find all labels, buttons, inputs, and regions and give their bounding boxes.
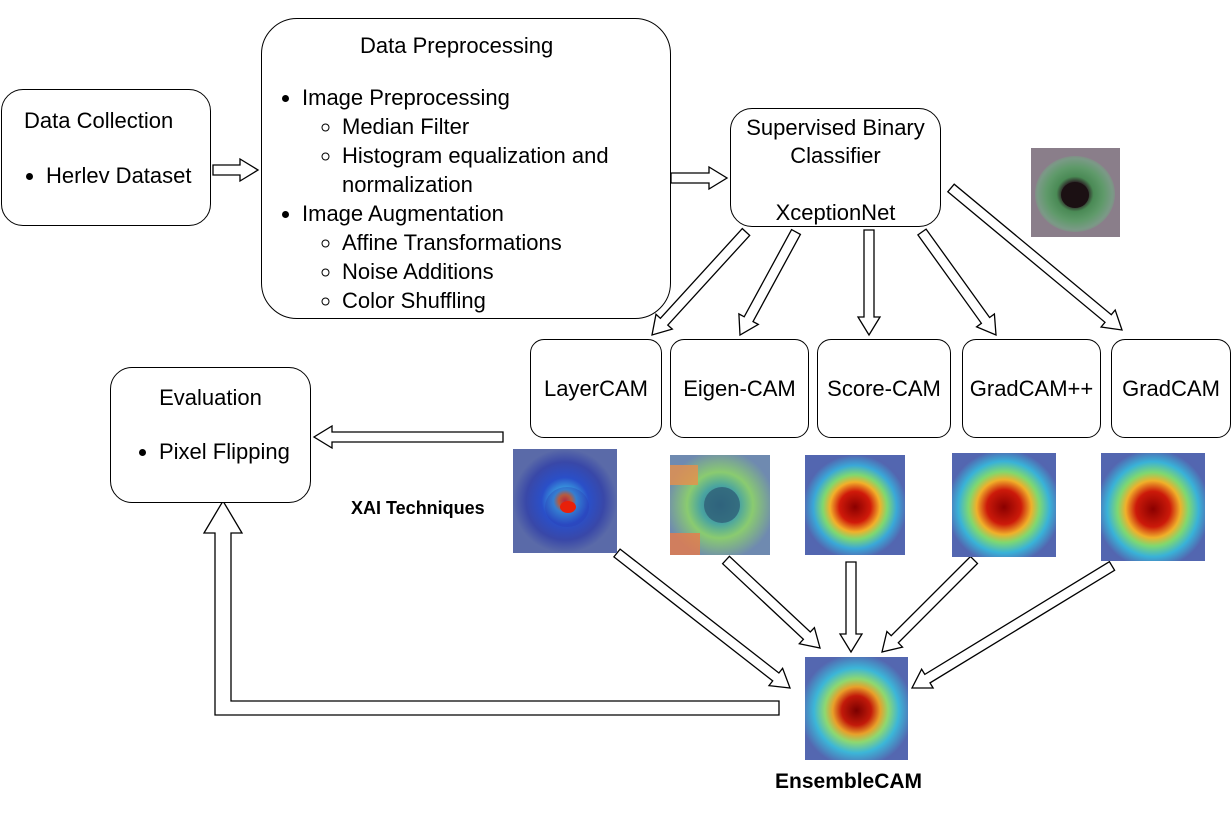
xai-techniques-label: XAI Techniques	[351, 498, 485, 518]
cam-label: Eigen-CAM	[683, 375, 796, 401]
cam-label: GradCAM	[1122, 375, 1220, 401]
scorecam-heatmap	[805, 455, 905, 555]
preprocessing-list: Image Preprocessing Median Filter Histog…	[262, 83, 662, 315]
ensemblecam-heatmap	[805, 657, 908, 760]
data-preprocessing-title: Data Preprocessing	[360, 33, 554, 58]
evaluation-list: Pixel Flipping	[119, 437, 290, 466]
input-cell-image	[1031, 148, 1120, 237]
arrow-to-evaluation	[312, 424, 504, 450]
sub-item: Color Shuffling	[342, 286, 662, 315]
cam-box-gradcampp[interactable]: GradCAM++	[962, 339, 1101, 438]
cam-box-scorecam[interactable]: Score-CAM	[817, 339, 951, 438]
arrow-eigencam-to-ensemble	[721, 555, 821, 649]
list-item: Pixel Flipping	[159, 437, 290, 466]
arrow-scorecam-to-ensemble	[838, 561, 864, 654]
sub-list: Median Filter Histogram equalization and…	[302, 112, 662, 199]
eigencam-heatmap	[670, 455, 770, 555]
gradcampp-heatmap	[952, 453, 1056, 557]
classifier-title-line1: Supervised Binary	[746, 115, 925, 140]
arrow-ensemble-to-evaluation	[202, 499, 780, 716]
arrow-to-scorecam	[856, 229, 882, 337]
data-preprocessing-box[interactable]: Data Preprocessing Image Preprocessing M…	[261, 18, 671, 319]
data-collection-box[interactable]: Data Collection Herlev Dataset	[1, 89, 211, 226]
sub-item: Noise Additions	[342, 257, 662, 286]
arrow-to-gradcampp	[916, 228, 997, 337]
sub-item: Median Filter	[342, 112, 662, 141]
classifier-model: XceptionNet	[775, 200, 896, 225]
cam-label: LayerCAM	[544, 375, 648, 401]
arrow-gradcampp-to-ensemble	[881, 555, 979, 653]
data-collection-list: Herlev Dataset	[6, 161, 192, 190]
sub-item: Affine Transformations	[342, 228, 662, 257]
gradcam-heatmap	[1101, 453, 1205, 561]
arrow-to-eigencam	[738, 228, 802, 337]
arrow-to-layercam	[651, 227, 751, 336]
classifier-box[interactable]: Supervised Binary Classifier XceptionNet	[730, 108, 941, 227]
evaluation-box[interactable]: Evaluation Pixel Flipping	[110, 367, 311, 503]
arrow-to-gradcam	[946, 183, 1123, 331]
list-item: Image Augmentation Affine Transformation…	[302, 199, 662, 315]
cam-box-eigencam[interactable]: Eigen-CAM	[670, 339, 809, 438]
list-item: Image Preprocessing Median Filter Histog…	[302, 83, 662, 199]
cam-box-layercam[interactable]: LayerCAM	[530, 339, 662, 438]
cam-label: Score-CAM	[827, 375, 941, 401]
classifier-title-line2: Classifier	[790, 143, 881, 168]
arrow-layercam-to-ensemble	[612, 548, 791, 689]
arrow-collection-to-preprocessing	[212, 157, 260, 183]
ensemblecam-label: EnsembleCAM	[775, 770, 923, 793]
group-label: Image Preprocessing	[302, 85, 510, 110]
evaluation-title: Evaluation	[159, 385, 262, 410]
list-item: Herlev Dataset	[46, 161, 192, 190]
arrow-preprocessing-to-classifier	[670, 165, 729, 191]
layercam-heatmap	[513, 449, 617, 553]
cam-box-gradcam[interactable]: GradCAM	[1111, 339, 1231, 438]
sub-item: Histogram equalization and normalization	[342, 141, 662, 199]
cam-label: GradCAM++	[969, 375, 1094, 401]
data-collection-title: Data Collection	[24, 108, 174, 133]
arrow-gradcam-to-ensemble	[910, 560, 1116, 689]
group-label: Image Augmentation	[302, 201, 504, 226]
sub-list: Affine Transformations Noise Additions C…	[302, 228, 662, 315]
